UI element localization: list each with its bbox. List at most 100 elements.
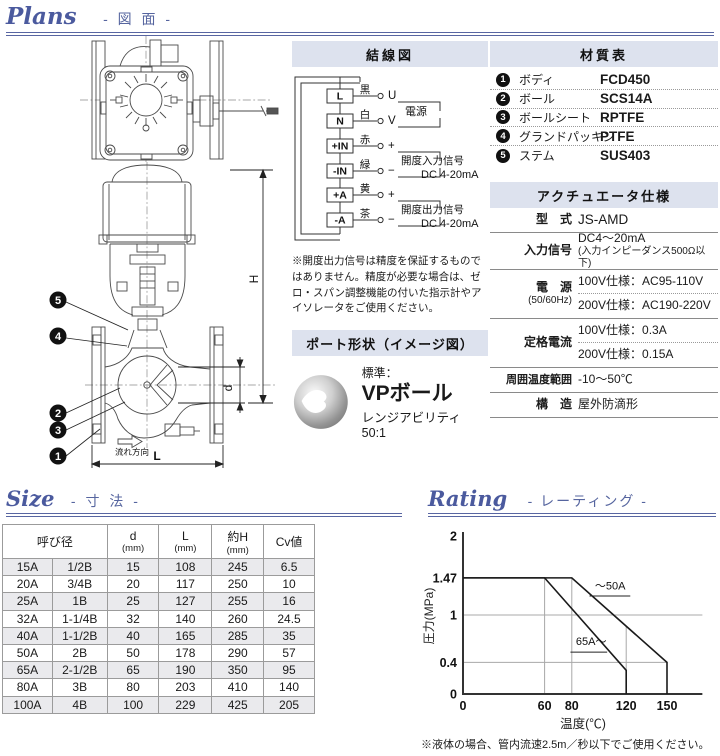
chart-axes	[462, 532, 703, 695]
actuator-spec-table: 型 式 JS-AMD 入力信号 DC4〜20mA (入力インピーダンス500Ω以…	[490, 208, 718, 418]
callout-3: 3	[55, 425, 61, 437]
plans-title: Plans	[6, 3, 77, 30]
dim-h-value: 285	[211, 626, 265, 645]
svg-text:1: 1	[450, 609, 457, 623]
rating-section-header: Rating - レーティング -	[428, 486, 716, 517]
dim-h-value: 255	[211, 592, 265, 611]
dim-h-value: 350	[211, 661, 265, 680]
output-signal-range: DC 4-20mA	[421, 218, 479, 230]
y-axis-label: 圧力(MPa)	[422, 588, 436, 645]
input-impedance-note: (入力インピーダンス500Ω以下)	[578, 245, 706, 270]
spec-row-input: 入力信号 DC4〜20mA (入力インピーダンス500Ω以下)	[490, 231, 718, 270]
cv-value: 57	[263, 643, 315, 663]
spec-label: 定格電流	[523, 335, 572, 350]
dim-d-value: 40	[106, 626, 160, 645]
callouts: 5 4 2 3 1	[49, 291, 129, 465]
size-table-row: 100A 4B 100 229 425 205	[2, 695, 315, 714]
wiring-column: 結線図 L	[292, 41, 488, 440]
spec-row-power: 電 源 (50/60Hz) 100V仕様：AC95-110V 200V仕様：AC…	[490, 270, 718, 319]
spec-value: JS-AMD	[578, 211, 629, 227]
size-table-body: 15A 1/2B 15 108 245 6.5 20A 3/4B 20 117 …	[2, 557, 315, 714]
size-title: Size	[6, 486, 55, 511]
dim-h-value: 290	[211, 643, 265, 663]
dim-l-value: 178	[158, 643, 213, 663]
input-signal-label: 開度入力信号	[401, 154, 464, 167]
cv-value: 140	[263, 678, 315, 697]
size-table-row: 32A 1-1/4B 32 140 260 24.5	[2, 609, 315, 628]
svg-text:2: 2	[450, 530, 457, 544]
terminal-label: -IN	[333, 166, 347, 178]
rating-title: Rating	[428, 486, 508, 511]
callout-2: 2	[55, 408, 61, 420]
dim-h-value: 250	[211, 575, 265, 594]
standard-label: 標準：	[361, 366, 398, 380]
material-row: 2 ボール SCS14A	[490, 90, 718, 109]
temperature-range-value: -10〜50℃	[578, 372, 633, 387]
col-h: 約H(mm)	[211, 524, 265, 559]
wire-color-label: 緑	[360, 158, 371, 171]
cv-value: 24.5	[263, 609, 315, 628]
bore-a: 32A	[2, 609, 53, 628]
cv-value: 95	[263, 661, 315, 680]
signal-group-labels: 電源 開度入力信号 DC 4-20mA 開度出力信号 DC 4-20mA	[401, 104, 479, 230]
spec-label: 電 源	[535, 280, 572, 295]
dim-d-value: 32	[106, 609, 160, 628]
dim-d-value: 80	[106, 678, 160, 697]
material-number-badge: 5	[496, 148, 510, 163]
dim-l-value: 229	[158, 695, 213, 714]
col-l: L(mm)	[158, 524, 213, 559]
flow-label: 流れ方向	[115, 447, 149, 457]
terminal-label: -A	[334, 215, 345, 227]
terminal-label: +IN	[332, 141, 349, 153]
dim-d-value: 25	[106, 592, 160, 611]
dim-h-value: 260	[211, 609, 265, 628]
current-100v: 100V仕様：0.3A	[578, 319, 718, 343]
rating-subtitle: - レーティング -	[527, 493, 648, 509]
cv-value: 16	[263, 592, 315, 611]
material-part-name: ボール	[519, 92, 556, 107]
col-d: d(mm)	[106, 524, 160, 559]
size-table-row: 15A 1/2B 15 108 245 6.5	[2, 557, 315, 577]
material-part-name: ボールシート	[519, 110, 592, 125]
rating-note: ※液体の場合、管内流速2.5m／秒以下でご使用ください。	[421, 739, 710, 751]
svg-text:120: 120	[616, 699, 637, 713]
power-frequency: (50/60Hz)	[528, 295, 572, 307]
dim-l-value: 140	[158, 609, 213, 628]
dim-h-value: 410	[211, 678, 265, 697]
table-header-row: 呼び径 d(mm) L(mm) 約H(mm) Cv値	[2, 524, 315, 559]
dim-l-value: 108	[158, 557, 213, 577]
cv-value: 35	[263, 626, 315, 645]
dim-d-value: 100	[106, 695, 160, 714]
side-view	[91, 164, 224, 444]
col-bore: 呼び径	[2, 524, 108, 559]
dimension-lines	[90, 168, 273, 468]
cv-value: 6.5	[263, 557, 315, 577]
terminal-label: N	[336, 116, 344, 128]
wire-color-label: 黒	[360, 84, 371, 96]
bore-b: 1-1/4B	[51, 609, 108, 628]
svg-text:80: 80	[565, 699, 579, 713]
size-section-header: Size - 寸 法 -	[6, 486, 402, 517]
materials-title: 材質表	[490, 41, 718, 67]
dim-h-value: 245	[211, 557, 265, 577]
size-table-row: 80A 3B 80 203 410 140	[2, 678, 315, 697]
bore-b: 1B	[51, 592, 108, 611]
dim-l-label: L	[153, 449, 160, 463]
spec-row-current: 定格電流 100V仕様：0.3A 200V仕様：0.15A	[490, 319, 718, 368]
chart-gridlines	[463, 577, 703, 694]
svg-text:150: 150	[657, 699, 678, 713]
chart-series	[463, 577, 668, 694]
material-row: 3 ボールシート RPTFE	[490, 109, 718, 128]
wire-color-label: 茶	[360, 207, 371, 220]
bore-b: 4B	[51, 695, 108, 714]
input-signal-range: DC 4-20mA	[421, 169, 479, 181]
spec-label: 構 造	[535, 397, 572, 412]
power-100v: 100V仕様：AC95-110V	[578, 270, 718, 294]
plans-section-header: Plans - 図 面 -	[6, 3, 714, 36]
bore-b: 1/2B	[51, 557, 108, 577]
dim-d-value: 15	[106, 557, 160, 577]
col-cv: Cv値	[263, 524, 315, 559]
bore-b: 3/4B	[51, 575, 108, 594]
